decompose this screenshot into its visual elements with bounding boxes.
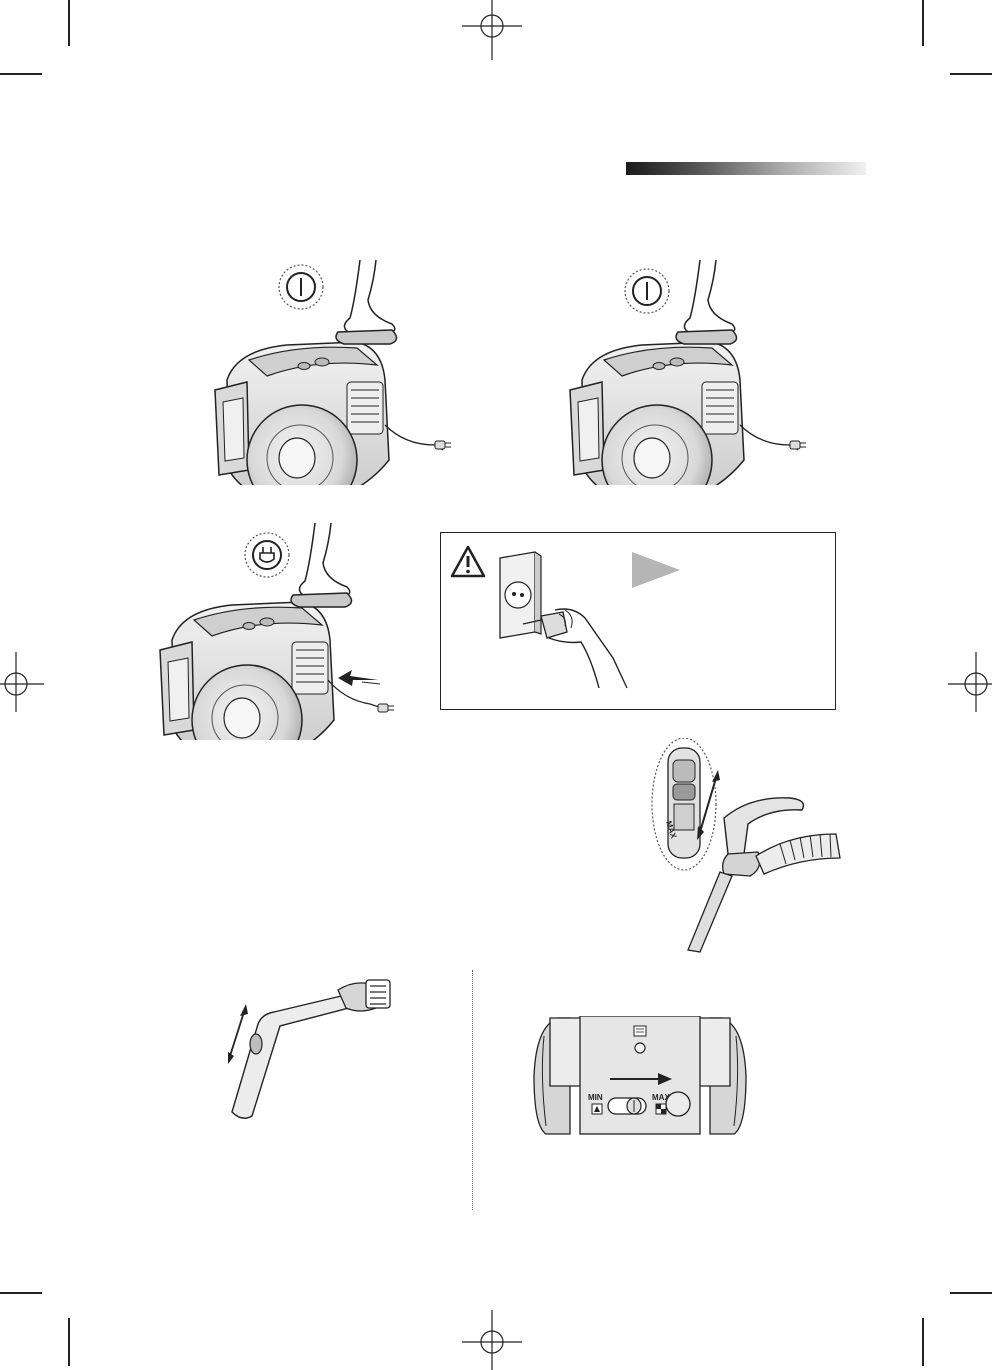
vacuum-power-on-illustration (205, 255, 465, 485)
cord-rewind-icon (245, 533, 289, 577)
warning-triangle-icon (450, 545, 486, 579)
suction-min-label: MIN (588, 1093, 603, 1102)
vacuum-cord-rewind-illustration (150, 520, 410, 740)
registration-mark-icon (462, 1310, 522, 1370)
registration-mark-icon (0, 652, 60, 712)
registration-mark-icon (462, 0, 522, 60)
body-suction-control-illustration: MIN MAX (530, 1016, 750, 1138)
power-switch-icon (625, 269, 669, 313)
hose-handle-suction-illustration: MAX (640, 738, 850, 953)
crop-mark (0, 73, 42, 75)
crop-mark (950, 1292, 992, 1294)
crop-mark (68, 0, 70, 46)
crop-mark (922, 0, 924, 46)
section-divider (472, 970, 473, 1210)
crop-mark (922, 1318, 924, 1366)
power-switch-icon (279, 265, 323, 309)
play-arrow-icon (632, 552, 682, 588)
section-header-bar (626, 162, 866, 175)
registration-mark-icon (932, 652, 992, 712)
unplug-hand-illustration (495, 548, 635, 698)
crop-mark (950, 73, 992, 75)
vacuum-power-off-illustration (560, 255, 820, 485)
telescopic-wand-illustration (218, 972, 398, 1124)
crop-mark (0, 1292, 42, 1294)
crop-mark (68, 1318, 70, 1366)
